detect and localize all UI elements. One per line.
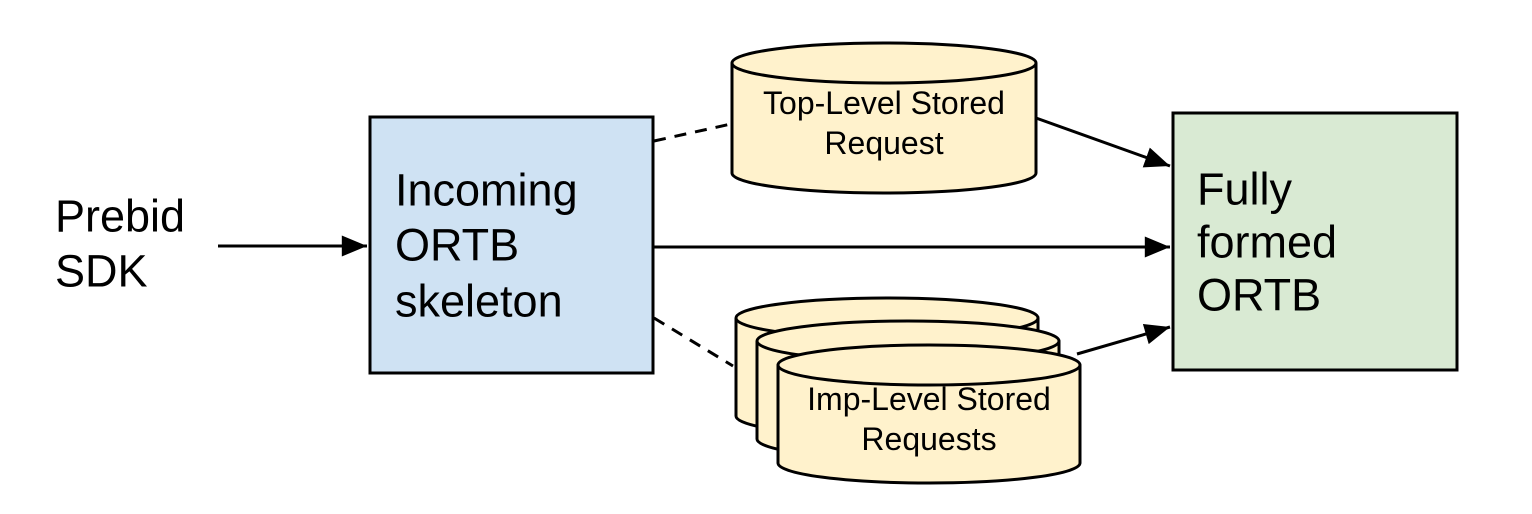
node-top-level-stored-request: Top-Level Stored Request bbox=[730, 41, 1038, 195]
node-label-line: Requests bbox=[861, 421, 996, 457]
edge-imp-level-to-fully-formed-arrow bbox=[1076, 323, 1171, 356]
node-label-line: skeleton bbox=[395, 276, 563, 327]
edge-skeleton-to-imp-level-dashed bbox=[653, 316, 734, 368]
database-cylinder-icon bbox=[730, 63, 1038, 195]
node-label-line: Imp-Level Stored bbox=[807, 381, 1051, 417]
node-label-line: Top-Level Stored bbox=[763, 85, 1005, 121]
database-cylinder-icon-front bbox=[776, 365, 1082, 485]
node-imp-level-stored-requests: Imp-Level Stored Requests bbox=[734, 296, 1082, 485]
node-label-line: ORTB bbox=[1197, 270, 1321, 321]
edges bbox=[218, 116, 1171, 368]
node-prebid-sdk: Prebid SDK bbox=[55, 191, 185, 297]
edge-top-level-to-fully-formed-arrow bbox=[1035, 116, 1171, 168]
database-cylinder-top bbox=[730, 41, 1038, 85]
fully-formed-ortb-box bbox=[1171, 111, 1459, 372]
node-incoming-ortb-skeleton: Incoming ORTB skeleton bbox=[368, 115, 655, 375]
node-label-line: ORTB bbox=[395, 220, 519, 271]
edge-skeleton-to-top-level-dashed bbox=[653, 122, 732, 143]
node-fully-formed-ortb: Fully formed ORTB bbox=[1171, 111, 1459, 372]
node-label-line: Fully bbox=[1197, 164, 1293, 215]
node-label-line: SDK bbox=[55, 246, 148, 297]
node-label-line: Prebid bbox=[55, 191, 185, 242]
node-label-line: Request bbox=[824, 125, 943, 161]
node-label-line: formed bbox=[1197, 217, 1337, 268]
database-cylinder-top-front bbox=[776, 343, 1082, 387]
incoming-ortb-skeleton-box bbox=[368, 115, 655, 375]
node-label-line: Incoming bbox=[395, 165, 578, 216]
